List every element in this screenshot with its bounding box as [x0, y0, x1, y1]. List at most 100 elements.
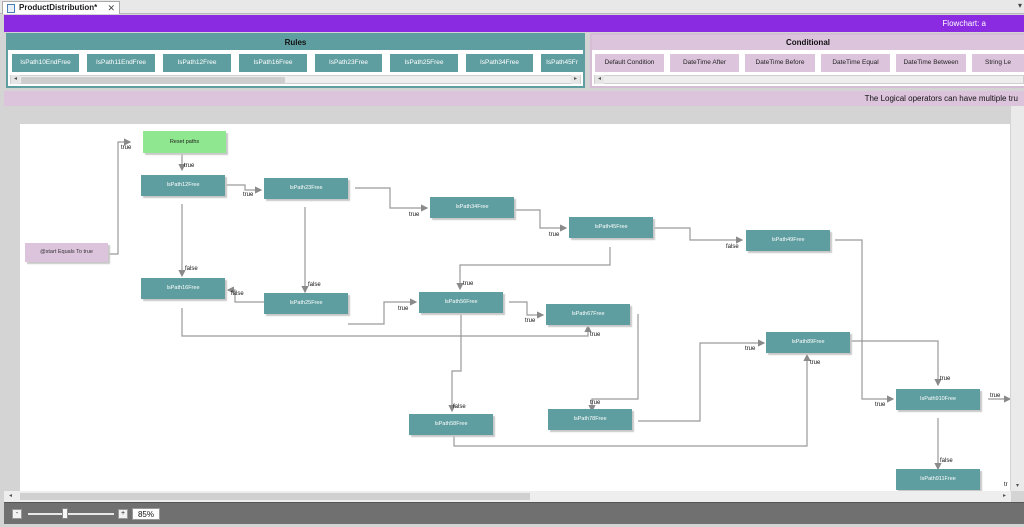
edge-label-true: true: [875, 402, 886, 408]
edge-label-true: true: [810, 360, 821, 366]
edge-label-false: false: [453, 404, 466, 410]
rule-chip[interactable]: IsPath34Free: [466, 54, 533, 72]
edge-label-true: true: [525, 318, 536, 324]
connectors: [108, 138, 1010, 471]
document-tab-strip: ProductDistribution* ✕ ▾: [0, 0, 1024, 14]
connector: [355, 187, 429, 212]
connector: [509, 301, 545, 319]
flowchart-title: Flowchart: a: [942, 19, 986, 28]
rule-node-path78[interactable]: IsPath78Free: [548, 409, 632, 430]
edge-label-false: false: [726, 244, 739, 250]
condition-chip[interactable]: String Le: [972, 54, 1024, 72]
connector: [348, 298, 418, 325]
connector-layer: [108, 138, 1010, 471]
connector: [653, 227, 744, 244]
edge-label-true: true: [990, 393, 1001, 399]
edge-label-true: true: [121, 145, 132, 151]
zoom-slider-thumb[interactable]: [62, 508, 68, 519]
rule-node-path49[interactable]: IsPath49Free: [746, 230, 830, 251]
conditional-title: Conditional: [592, 35, 1024, 50]
scroll-right-icon[interactable]: ▸: [1002, 493, 1006, 499]
condition-chip[interactable]: DateTime Before: [745, 54, 815, 72]
zoom-level[interactable]: 85%: [132, 508, 160, 520]
rule-node-path67[interactable]: IsPath67Free: [546, 304, 630, 325]
canvas-vertical-scrollbar[interactable]: ▾: [1011, 106, 1024, 491]
condition-chip[interactable]: DateTime After: [670, 54, 739, 72]
zoom-out-button[interactable]: -: [12, 509, 22, 519]
connector: [588, 314, 639, 413]
rule-chip[interactable]: IsPath11EndFree: [87, 54, 155, 72]
connector: [453, 353, 811, 447]
condition-chip[interactable]: DateTime Equal: [821, 54, 890, 72]
rules-scroll-thumb[interactable]: [21, 77, 285, 83]
flowchart-canvas[interactable]: @start Equals To true Reset paths IsPath…: [20, 124, 1010, 491]
zoom-bar: - + 85%: [4, 502, 1024, 524]
scroll-left-icon[interactable]: ◂: [11, 75, 20, 84]
condition-chip[interactable]: DateTime Between: [896, 54, 966, 72]
start-condition-node[interactable]: @start Equals To true: [25, 243, 108, 262]
tab-menu-icon[interactable]: ▾: [1017, 1, 1022, 10]
rule-node-path12[interactable]: IsPath12Free: [141, 175, 225, 196]
edge-label-true: true: [549, 232, 560, 238]
rule-chip[interactable]: IsPath45Fr: [541, 54, 583, 72]
rule-node-path25[interactable]: IsPath25Free: [264, 293, 348, 314]
scroll-right-icon[interactable]: ▸: [571, 75, 580, 84]
edge-label-true: true: [590, 332, 601, 338]
tab-title: ProductDistribution*: [19, 3, 98, 12]
edge-label-true: true: [590, 400, 601, 406]
canvas-scroll-thumb[interactable]: [20, 493, 530, 500]
rule-node-path58[interactable]: IsPath58Free: [409, 414, 493, 435]
conditional-palette: Default Condition DateTime After DateTim…: [592, 50, 1024, 76]
rule-node-path23[interactable]: IsPath23Free: [264, 178, 348, 199]
rule-chip[interactable]: IsPath25Free: [390, 54, 458, 72]
conditional-panel: Conditional Default Condition DateTime A…: [590, 33, 1024, 88]
connector: [638, 339, 766, 422]
rule-node-path45[interactable]: IsPath45Free: [569, 217, 653, 238]
connector: [456, 247, 611, 291]
rule-chip[interactable]: IsPath23Free: [315, 54, 382, 72]
document-icon: [7, 4, 15, 13]
reset-paths-node[interactable]: Reset paths: [143, 131, 226, 153]
connector: [448, 314, 462, 413]
scroll-left-icon[interactable]: ◂: [595, 75, 604, 84]
connector: [226, 286, 264, 303]
info-text: The Logical operators can have multiple …: [864, 94, 1018, 103]
edge-label-true: true: [745, 346, 756, 352]
edge-label-true: true: [463, 281, 474, 287]
rule-node-path911[interactable]: IsPath911Free: [896, 469, 980, 490]
edge-label-truncated: tr: [1004, 482, 1008, 488]
info-bar: The Logical operators can have multiple …: [4, 91, 1024, 106]
scroll-down-icon[interactable]: ▾: [1015, 483, 1019, 489]
rule-chip[interactable]: IsPath16Free: [239, 54, 307, 72]
rule-node-path16[interactable]: IsPath16Free: [141, 278, 225, 299]
tab-product-distribution[interactable]: ProductDistribution* ✕: [2, 1, 120, 14]
edge-label-true: true: [940, 376, 951, 382]
scroll-left-icon[interactable]: ◂: [8, 493, 12, 499]
rule-node-path34[interactable]: IsPath34Free: [430, 197, 514, 218]
edge-label-true: true: [398, 306, 409, 312]
edge-label-false: false: [185, 266, 198, 272]
connector: [514, 209, 568, 232]
connector: [225, 184, 263, 194]
connector: [850, 340, 942, 387]
rule-chip[interactable]: IsPath10EndFree: [12, 54, 79, 72]
close-tab-icon[interactable]: ✕: [107, 3, 115, 13]
edge-label-true: true: [409, 212, 420, 218]
rules-panel: Rules IsPath10EndFree IsPath11EndFree Is…: [6, 33, 585, 88]
canvas-horizontal-scrollbar[interactable]: ◂ ▸: [4, 491, 1011, 502]
edge-label-false: false: [308, 282, 321, 288]
rule-chip[interactable]: IsPath12Free: [163, 54, 231, 72]
rule-node-path89[interactable]: IsPath89Free: [766, 332, 850, 353]
conditional-scrollbar[interactable]: ◂: [594, 75, 1024, 84]
rules-scrollbar[interactable]: ◂ ▸: [10, 75, 581, 84]
zoom-slider-track[interactable]: [28, 513, 114, 515]
zoom-in-button[interactable]: +: [118, 509, 128, 519]
condition-chip[interactable]: Default Condition: [595, 54, 664, 72]
rule-node-path56[interactable]: IsPath56Free: [419, 292, 503, 313]
rules-title: Rules: [8, 35, 583, 50]
edge-label-false: false: [231, 291, 244, 297]
edge-label-true: true: [184, 163, 195, 169]
rule-node-path910[interactable]: IsPath910Free: [896, 389, 980, 410]
rules-palette: IsPath10EndFree IsPath11EndFree IsPath12…: [8, 50, 583, 76]
connector: [181, 308, 592, 337]
